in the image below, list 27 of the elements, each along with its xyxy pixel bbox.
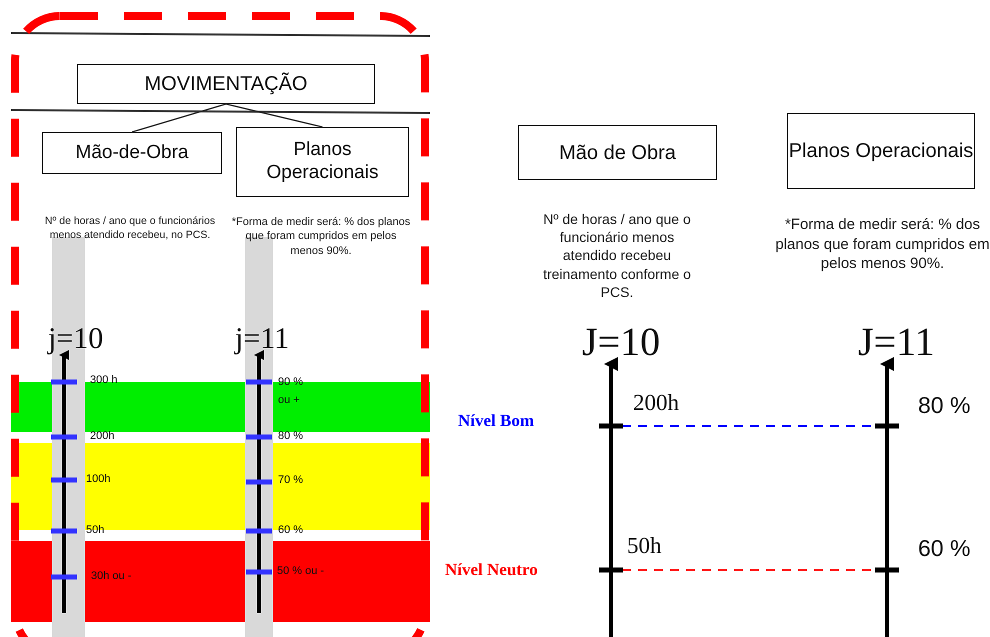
- scale-value: 70 %: [278, 474, 304, 486]
- description-text: Nº de horas / ano que o funcionário menos atendido recebeu treinamento conforme o PCS.: [542, 210, 692, 301]
- scale-value: 80 %: [918, 393, 970, 418]
- category-box: Mão de Obra: [518, 125, 717, 180]
- description-text: *Forma de medir será: % dos planos que foram cumpridos em pelos menos 90%.: [775, 215, 990, 274]
- scale-value: 60 %: [918, 536, 970, 562]
- axis-title: J=11: [858, 320, 935, 364]
- axis-title: j=10: [48, 322, 104, 355]
- category-box: Mão-de-Obra: [42, 132, 222, 174]
- description-text: *Forma de medir será: % dos planos que foram cumpridos em pelos menos 90%.: [230, 215, 412, 258]
- scale-value: 100h: [86, 473, 110, 486]
- connector-line: [226, 103, 323, 128]
- scale-value: 200h: [90, 430, 114, 442]
- axis-title: j=11: [235, 322, 290, 355]
- level-label: Nível Neutro: [445, 561, 538, 580]
- category-box: MOVIMENTAÇÃO: [77, 64, 375, 104]
- category-box: Planos Operacionais: [787, 113, 975, 189]
- scale-value: 30h ou -: [91, 570, 132, 582]
- level-label: Nível Bom: [458, 412, 534, 431]
- scale-value: 200h: [633, 390, 679, 416]
- connector-line: [132, 103, 226, 133]
- category-box: Planos Operacionais: [236, 127, 409, 197]
- axis-title: J=10: [582, 320, 660, 364]
- scale-value: 80 %: [278, 430, 304, 442]
- description-text: Nº de horas / ano que o funcionários menos atendido recebeu, no PCS.: [44, 215, 216, 242]
- scale-value: 50h: [627, 533, 662, 558]
- scale-value: 50 % ou -: [277, 565, 324, 578]
